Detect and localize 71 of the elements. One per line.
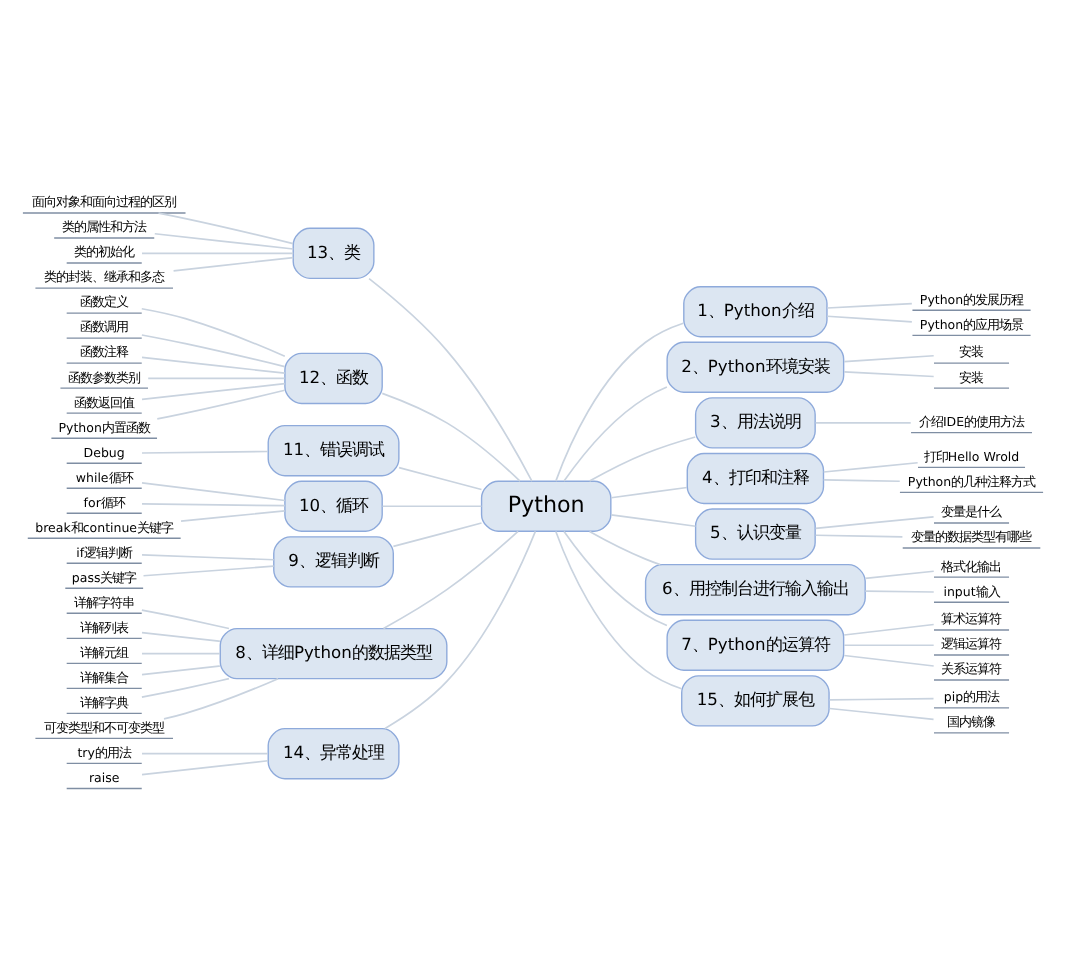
connector bbox=[141, 608, 230, 629]
connector bbox=[843, 653, 935, 666]
connector bbox=[141, 355, 286, 374]
node-box: Python bbox=[480, 479, 612, 531]
connector bbox=[826, 301, 913, 308]
connector bbox=[610, 513, 697, 527]
connector bbox=[588, 435, 697, 481]
connector bbox=[555, 321, 685, 481]
connector bbox=[864, 589, 935, 592]
connector bbox=[147, 376, 286, 379]
connector bbox=[141, 333, 286, 367]
connector bbox=[843, 353, 935, 362]
node-box: 9、逻辑判断 bbox=[273, 535, 394, 587]
connector bbox=[563, 385, 668, 481]
connector bbox=[368, 276, 533, 481]
node-box: 1、Python介绍 bbox=[683, 285, 828, 337]
connector bbox=[140, 306, 286, 357]
connector bbox=[141, 449, 269, 453]
connector bbox=[382, 529, 519, 629]
connector bbox=[398, 465, 483, 490]
node-box: 5、认识变量 bbox=[694, 507, 816, 559]
node-box: 11、错误调试 bbox=[267, 423, 400, 476]
node-box: 13、类 bbox=[292, 226, 375, 279]
connector bbox=[610, 485, 688, 498]
connector bbox=[141, 751, 269, 754]
connector bbox=[172, 255, 295, 271]
node-box: 6、用控制台进行输入输出 bbox=[644, 562, 866, 615]
connector bbox=[843, 370, 935, 377]
node-box: 12、函数 bbox=[284, 351, 383, 404]
connector bbox=[141, 676, 230, 697]
node-box: 8、详细Python的数据类型 bbox=[219, 626, 448, 679]
connector bbox=[814, 533, 904, 537]
connector bbox=[142, 564, 275, 576]
connector bbox=[822, 477, 901, 482]
connector bbox=[381, 504, 483, 507]
connector bbox=[163, 676, 279, 719]
connector bbox=[555, 529, 683, 689]
connector bbox=[864, 569, 935, 579]
connector bbox=[141, 758, 269, 775]
connector bbox=[141, 553, 275, 560]
connector bbox=[843, 643, 935, 646]
node-box: 7、Python的运算符 bbox=[666, 618, 845, 670]
connector bbox=[588, 529, 661, 565]
connector bbox=[828, 706, 935, 720]
connector bbox=[141, 651, 221, 654]
connector bbox=[141, 481, 286, 501]
connector bbox=[381, 391, 521, 481]
connector bbox=[384, 529, 537, 729]
connector bbox=[180, 509, 286, 521]
connector bbox=[826, 314, 913, 322]
connector bbox=[814, 514, 935, 529]
connector bbox=[141, 502, 286, 506]
node-box: 3、用法说明 bbox=[694, 396, 816, 448]
connector bbox=[843, 622, 935, 635]
connector bbox=[141, 251, 295, 254]
connector bbox=[153, 231, 295, 249]
node-box: 10、循环 bbox=[284, 479, 383, 531]
connector bbox=[828, 696, 935, 700]
connector bbox=[392, 521, 483, 547]
connector bbox=[141, 630, 221, 642]
connector bbox=[141, 381, 286, 400]
connector bbox=[156, 388, 286, 419]
node-box: 15、如何扩展包 bbox=[681, 674, 830, 726]
connector bbox=[822, 460, 919, 472]
connector bbox=[157, 211, 294, 244]
node-box: 4、打印和注释 bbox=[686, 451, 825, 504]
node-box: 14、异常处理 bbox=[267, 726, 400, 779]
connector bbox=[563, 529, 668, 626]
node-box: 2、Python环境安装 bbox=[666, 340, 845, 392]
connector bbox=[141, 664, 221, 675]
connector bbox=[814, 421, 912, 423]
